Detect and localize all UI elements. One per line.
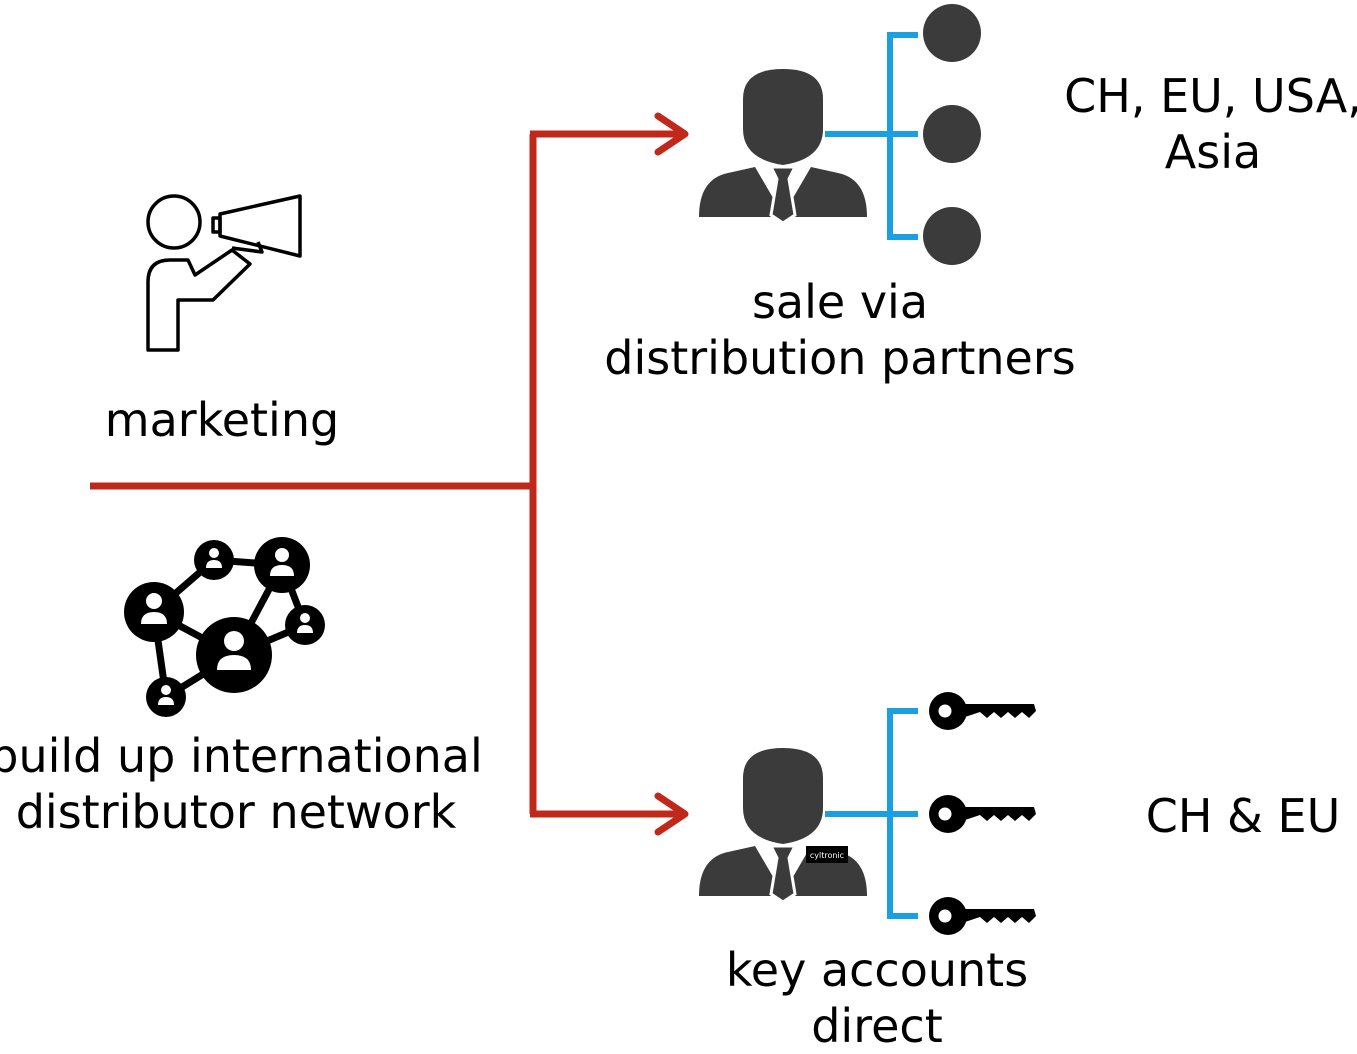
distribution-label-line2: distribution partners (604, 331, 1076, 385)
partner-dot-icon (923, 105, 981, 163)
megaphone-person-icon (146, 194, 302, 352)
distribution-regions-line1: CH, EU, USA, (1064, 69, 1357, 123)
partner-dot-icon (923, 207, 981, 265)
flow-arrows (90, 112, 689, 836)
people-network-icon (124, 537, 325, 717)
key-accounts-label-line2: direct (811, 999, 943, 1053)
key-accounts-label: key accounts direct (726, 942, 1028, 1054)
key-icon (929, 795, 1036, 833)
key-icons (929, 692, 1036, 935)
distribution-branch (825, 32, 918, 240)
key-account-branch (825, 708, 918, 919)
key-accounts-regions-text: CH & EU (1145, 789, 1341, 843)
distribution-regions-line2: Asia (1164, 125, 1262, 179)
key-icon (929, 897, 1036, 935)
partner-dot-icon (923, 4, 981, 62)
network-label: build up international distributor netwo… (0, 728, 483, 840)
network-label-line1: build up international (0, 729, 483, 783)
key-account-figure-icon (699, 748, 867, 904)
marketing-label-text: marketing (104, 393, 340, 447)
distribution-regions: CH, EU, USA, Asia (1064, 68, 1357, 180)
key-icon (929, 692, 1036, 730)
arrowhead-distribution (654, 112, 689, 156)
key-accounts-regions: CH & EU (1146, 788, 1341, 844)
key-accounts-label-line1: key accounts (725, 943, 1029, 997)
distribution-partner-figure-icon (699, 69, 867, 225)
distribution-label-line1: sale via (751, 275, 929, 329)
distribution-label: sale via distribution partners (604, 274, 1075, 386)
marketing-label: marketing (105, 392, 339, 448)
arrowhead-key-accounts (654, 792, 689, 836)
network-label-line2: distributor network (15, 785, 457, 839)
cyltronic-badge: cyltronic (806, 846, 848, 863)
distribution-partner-dots (923, 4, 981, 265)
cyltronic-badge-text: cyltronic (810, 851, 844, 860)
